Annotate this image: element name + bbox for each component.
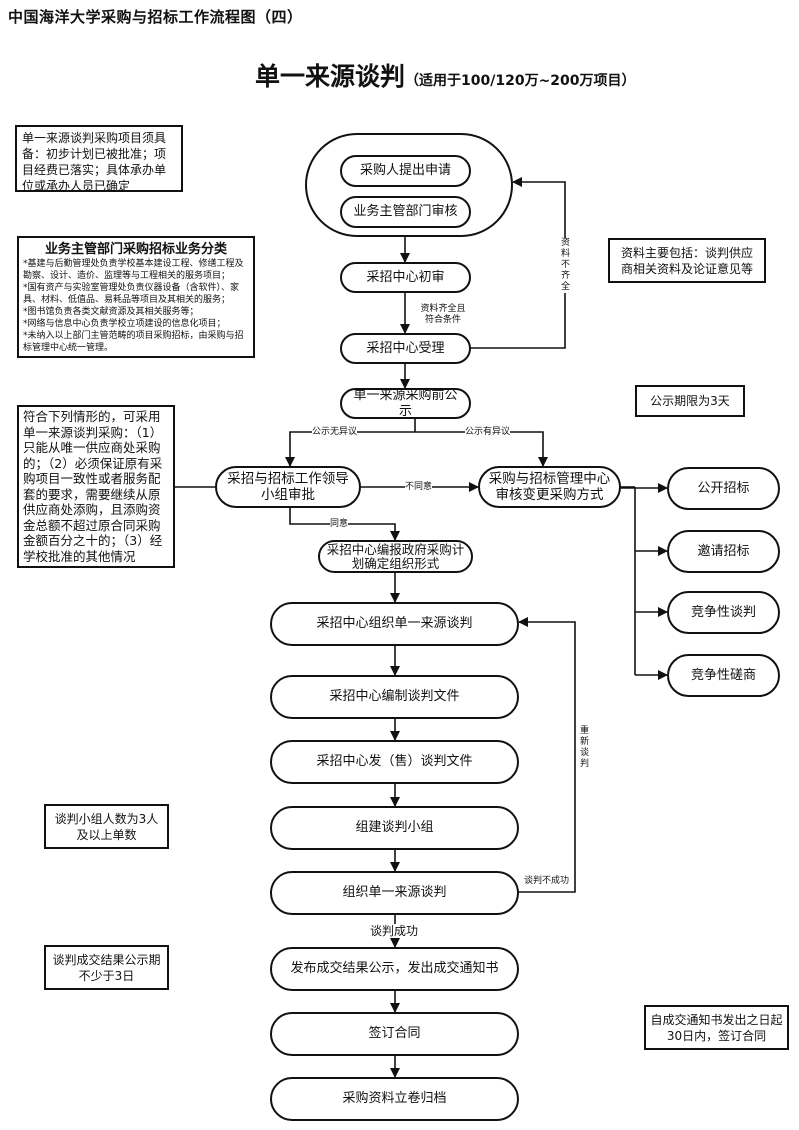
node-gov-plan[interactable]: 采招中心编报政府采购计划确定组织形式 [318,540,473,573]
note-category-line: *未纳入以上部门主管范畴的项目采购招标，由采购与招标管理中心统一管理。 [23,331,244,353]
note-category-line: *图书馆负责各类文献资源及其相关服务等； [23,307,199,317]
node-archive[interactable]: 采购资料立卷归档 [270,1077,519,1121]
label-has-objection: 公示有异议 [465,427,511,438]
node-competitive-negotiation[interactable]: 竞争性谈判 [667,591,780,634]
note-conditions: 符合下列情形的，可采用单一来源谈判采购：（1）只能从唯一供应商处采购的；（2）必… [17,405,175,568]
edge-has-objection [415,431,548,467]
note-contract-deadline: 自成交通知书发出之日起30日内，签订合同 [644,1005,789,1050]
node-prepare-docs[interactable]: 采招中心编制谈判文件 [270,675,519,719]
node-initial-review[interactable]: 采招中心初审 [340,262,471,293]
label-renegotiate: 重新谈判 [579,726,589,769]
node-leader-approval[interactable]: 采招与招标工作领导小组审批 [215,466,361,508]
main-title: 单一来源谈判（适用于100/120万~200万项目） [255,57,636,93]
node-change-method[interactable]: 采购与招标管理中心审核变更采购方式 [478,466,621,508]
label-disagree: 不同意 [405,482,433,493]
node-accept[interactable]: 采招中心受理 [340,333,471,364]
node-pre-publicity[interactable]: 单一来源采购前公示 [340,388,471,419]
node-sign-contract[interactable]: 签订合同 [270,1012,519,1056]
node-issue-docs[interactable]: 采招中心发（售）谈判文件 [270,740,519,784]
note-category-line: *基建与后勤管理处负责学校基本建设工程、修缮工程及勘察、设计、造价、监理等与工程… [23,259,244,281]
note-category-line: *国有资产与实验室管理处负责仪器设备（含软件）、家具、材料、低值品、易耗品等项目… [23,283,240,305]
note-materials: 资料主要包括：谈判供应商相关资料及论证意见等 [608,238,766,283]
main-title-text: 单一来源谈判 [255,62,406,91]
note-business-categories: 业务主管部门采购招标业务分类 *基建与后勤管理处负责学校基本建设工程、修缮工程及… [17,236,255,358]
node-negotiate[interactable]: 组织单一来源谈判 [270,871,519,915]
main-title-subtitle: （适用于100/120万~200万项目） [405,73,636,89]
note-publicity-period: 公示期限为3天 [635,385,745,417]
label-negotiation-failed: 谈判不成功 [524,876,570,887]
node-invited-tender[interactable]: 邀请招标 [667,530,780,573]
node-dept-review[interactable]: 业务主管部门审核 [340,196,471,228]
node-form-team[interactable]: 组建谈判小组 [270,806,519,850]
edge-no-objection [285,431,415,467]
node-open-tender[interactable]: 公开招标 [667,467,780,510]
label-no-objection: 公示无异议 [312,427,358,438]
node-publish-result[interactable]: 发布成交结果公示，发出成交通知书 [270,947,519,991]
node-competitive-consultation[interactable]: 竞争性磋商 [667,654,780,697]
label-materials-complete: 资料齐全且符合条件 [418,304,468,326]
document-title: 中国海洋大学采购与招标工作流程图（四） [8,8,303,26]
note-category-line: *网络与信息中心负责学校立项建设的信息化项目； [23,319,226,329]
label-materials-incomplete: 资料不齐全 [560,238,571,293]
note-result-publicity: 谈判成交结果公示期不少于3日 [44,945,169,990]
node-apply[interactable]: 采购人提出申请 [340,155,471,187]
node-organize[interactable]: 采招中心组织单一来源谈判 [270,602,519,646]
edge-renegotiate-loop [518,617,576,893]
note-prerequisites: 单一来源谈判采购项目须具备：初步计划已被批准；项目经费已落实；具体承办单位或承办… [15,125,183,193]
note-team-size: 谈判小组人数为3人及以上单数 [44,804,169,849]
label-agree: 同意 [330,519,349,530]
note-categories-title: 业务主管部门采购招标业务分类 [44,242,227,257]
label-negotiation-success: 谈判成功 [370,924,419,938]
